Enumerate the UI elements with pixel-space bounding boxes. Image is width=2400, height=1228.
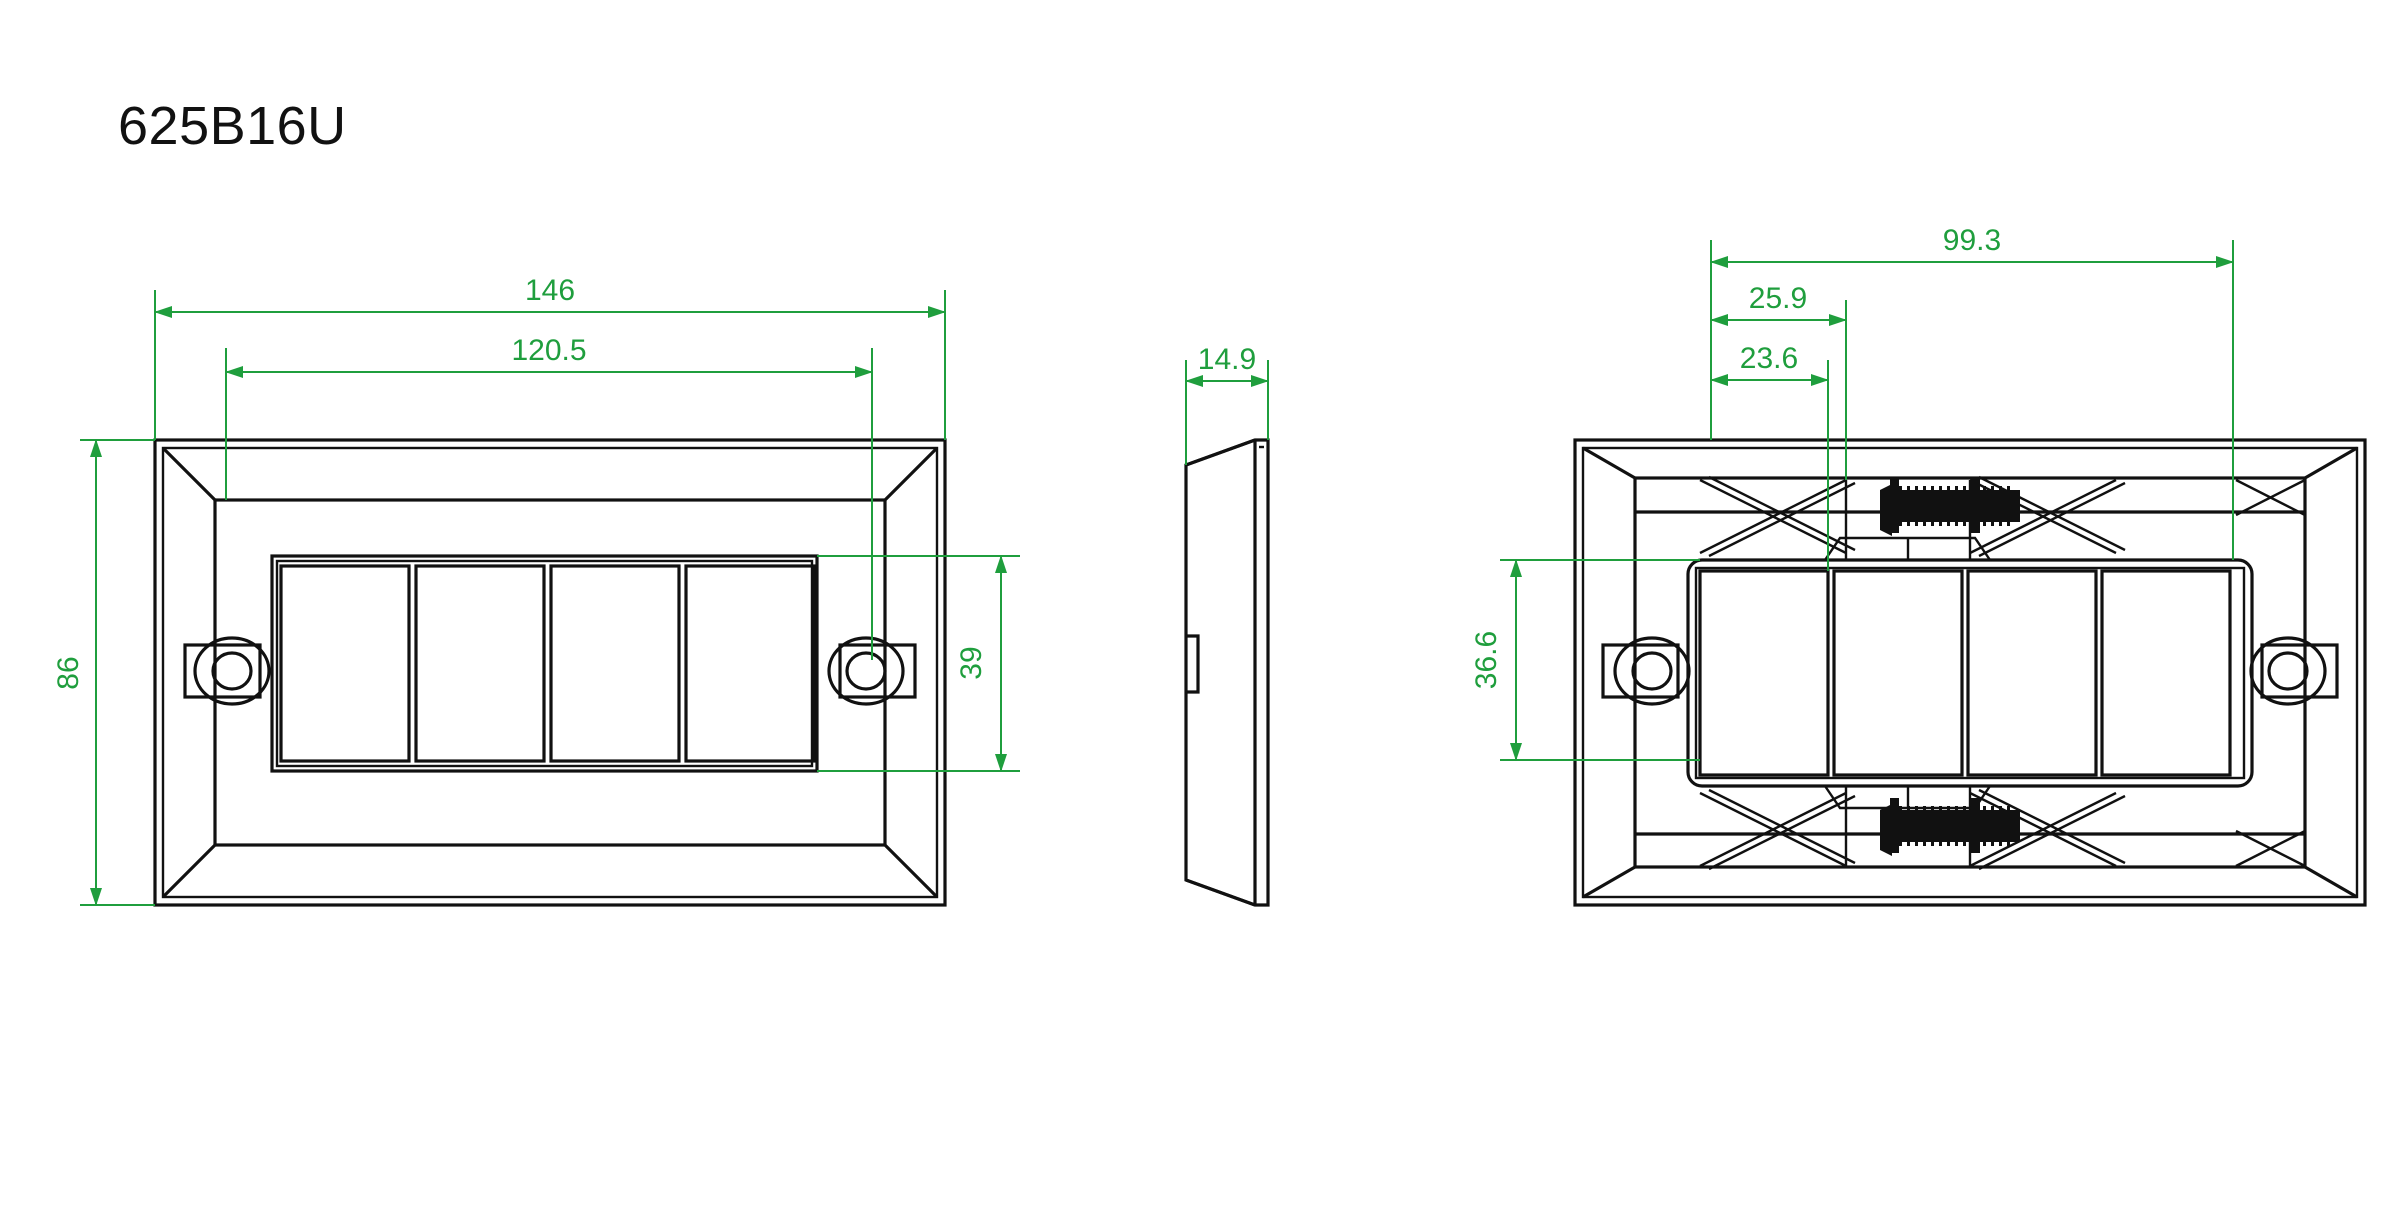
front-screw-boss-left — [183, 636, 271, 706]
page-title: 625B16U — [118, 96, 347, 156]
dim-rear-offset-outer: 25.9 — [1710, 282, 1847, 480]
dim-label-146: 146 — [525, 274, 575, 307]
dim-label-99-3: 99.3 — [1943, 224, 2001, 257]
rear-fastener-bottom — [1880, 798, 2020, 856]
dim-front-width-inner: 120.5 — [225, 334, 873, 660]
rear-plate-outline — [1573, 438, 2367, 907]
dim-front-height-overall: 86 — [52, 439, 155, 906]
dim-front-width-overall: 146 — [154, 274, 946, 440]
side-view: 14.9 — [1184, 343, 1270, 907]
rear-module-housing — [1686, 558, 2254, 788]
dim-rear-offset-inner: 23.6 — [1710, 342, 1829, 571]
dim-label-14-9: 14.9 — [1198, 343, 1256, 376]
front-view: 146 120.5 86 39 — [52, 274, 1020, 907]
front-screw-boss-right — [827, 636, 917, 706]
dim-label-23-6: 23.6 — [1740, 342, 1798, 375]
rear-screw-boss-right — [2249, 636, 2339, 706]
dim-rear-height: 36.6 — [1470, 559, 1700, 761]
rear-screw-boss-left — [1601, 636, 1691, 706]
front-module-block — [270, 554, 819, 773]
dim-label-120-5: 120.5 — [511, 334, 586, 367]
side-notch — [1186, 634, 1200, 694]
dim-side-depth: 14.9 — [1185, 343, 1269, 465]
dim-rear-width-overall: 99.3 — [1710, 224, 2234, 560]
dim-front-height-aperture: 39 — [817, 555, 1020, 772]
dim-label-39: 39 — [955, 646, 988, 679]
rear-view: 99.3 25.9 23.6 36.6 — [1470, 224, 2367, 907]
dim-label-86: 86 — [52, 656, 85, 689]
rear-fastener-top — [1880, 478, 2020, 536]
dim-label-25-9: 25.9 — [1749, 282, 1807, 315]
dim-label-36-6: 36.6 — [1470, 631, 1503, 689]
